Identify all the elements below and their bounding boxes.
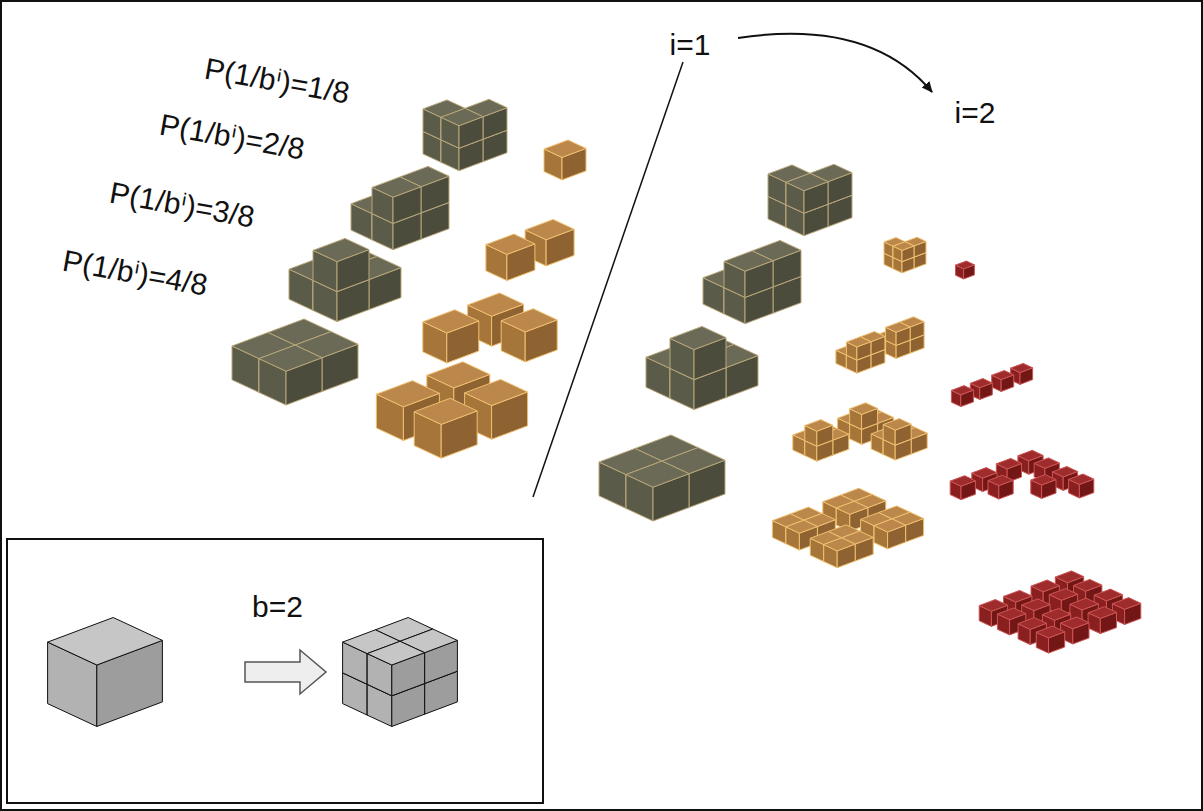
cube-face <box>951 386 973 395</box>
grey-cube-block <box>232 319 358 405</box>
cube-face <box>786 520 818 533</box>
cube-face <box>988 475 1013 485</box>
cube-face <box>724 251 773 271</box>
grey-cube-block <box>646 326 758 409</box>
cube-face <box>1018 618 1046 630</box>
cube-face <box>997 608 1025 620</box>
cube-face <box>670 326 726 349</box>
red-subcubes <box>956 261 975 279</box>
orange-subcubes <box>772 488 923 568</box>
probability-label: P(1/bⁱ)=3/8 <box>107 175 257 233</box>
cube-face <box>786 173 828 190</box>
orange-cubes <box>423 293 557 363</box>
cube-face <box>1074 579 1102 591</box>
cube-face <box>1018 450 1043 461</box>
cube-face <box>259 345 322 371</box>
cube-face <box>414 398 477 424</box>
cube-face <box>972 468 997 479</box>
cube-face <box>427 362 490 388</box>
cube-face <box>525 219 574 239</box>
cube-face <box>846 337 871 347</box>
grey-cube-block <box>703 240 801 323</box>
cube-face <box>423 310 479 333</box>
cube-face <box>376 381 439 407</box>
cube-face <box>1034 458 1059 468</box>
cube-face <box>992 371 1014 380</box>
whole-cube <box>48 618 163 727</box>
orange-subcubes <box>884 237 926 273</box>
subdivided-cube <box>343 618 458 727</box>
iteration-label: i=2 <box>955 96 996 129</box>
cube-face <box>893 242 914 251</box>
red-subcubes <box>951 363 1032 406</box>
grey-cube-block <box>351 166 449 249</box>
orange-subcubes <box>836 317 924 373</box>
grey-cube-block <box>423 99 507 170</box>
cube-face <box>1094 589 1122 601</box>
cube-face <box>970 379 992 388</box>
cube-face <box>1069 474 1094 485</box>
cube-face <box>1055 571 1083 583</box>
probability-label: P(1/bⁱ)=2/8 <box>157 107 307 165</box>
cube-face <box>48 618 163 666</box>
cube-face <box>1036 626 1064 638</box>
cube-face <box>824 538 856 551</box>
cube-face <box>486 234 535 254</box>
cube-face <box>1042 609 1070 621</box>
cube-face <box>836 501 868 514</box>
cube-groups <box>48 99 1141 726</box>
cube-face <box>1011 363 1033 372</box>
cube-face <box>979 600 1007 612</box>
cube-face <box>874 519 906 532</box>
cube-face <box>950 476 975 487</box>
cube-face <box>996 458 1021 469</box>
probability-label: P(1/bⁱ)=1/8 <box>202 51 352 109</box>
cube-face <box>1031 580 1059 592</box>
red-subcubes <box>950 450 1094 499</box>
cube-face <box>886 322 911 332</box>
cube-face <box>367 641 424 665</box>
cube-face <box>626 461 689 487</box>
cube-face <box>883 419 911 431</box>
cube-face <box>1004 590 1032 602</box>
orange-cubes <box>376 362 527 458</box>
orange-cubes <box>486 219 574 280</box>
probability-label: P(1/bⁱ)=4/8 <box>60 243 210 301</box>
grey-cube-block <box>599 435 725 521</box>
cube-face <box>372 177 421 197</box>
cube-face <box>1112 598 1140 610</box>
cube-face <box>1088 607 1116 619</box>
grey-cube-block <box>768 164 852 235</box>
cube-face <box>1052 467 1077 477</box>
cube-face <box>544 140 586 157</box>
cube-face <box>956 261 975 269</box>
factor-label: b=2 <box>252 590 303 623</box>
inset-panel: b=2 <box>6 538 544 804</box>
orange-subcubes <box>793 403 927 461</box>
iteration-label: i=1 <box>670 28 711 61</box>
orange-cubes <box>544 140 586 180</box>
divider-line <box>533 62 683 497</box>
cube-face <box>1031 475 1056 485</box>
cube-face <box>1022 599 1050 611</box>
cube-face <box>1061 617 1089 629</box>
red-subcubes <box>979 571 1141 653</box>
cube-face <box>1070 598 1098 610</box>
cube-face <box>1049 589 1077 601</box>
grey-cube-block <box>289 238 401 321</box>
cube-face <box>313 238 369 261</box>
cube-face <box>805 420 833 432</box>
cube-face <box>465 379 528 405</box>
iteration-arrow <box>738 34 932 92</box>
block-arrow <box>245 650 326 694</box>
cube-face <box>850 403 878 415</box>
cube-face <box>468 293 524 316</box>
cube-face <box>501 309 557 332</box>
cube-face <box>441 108 483 125</box>
